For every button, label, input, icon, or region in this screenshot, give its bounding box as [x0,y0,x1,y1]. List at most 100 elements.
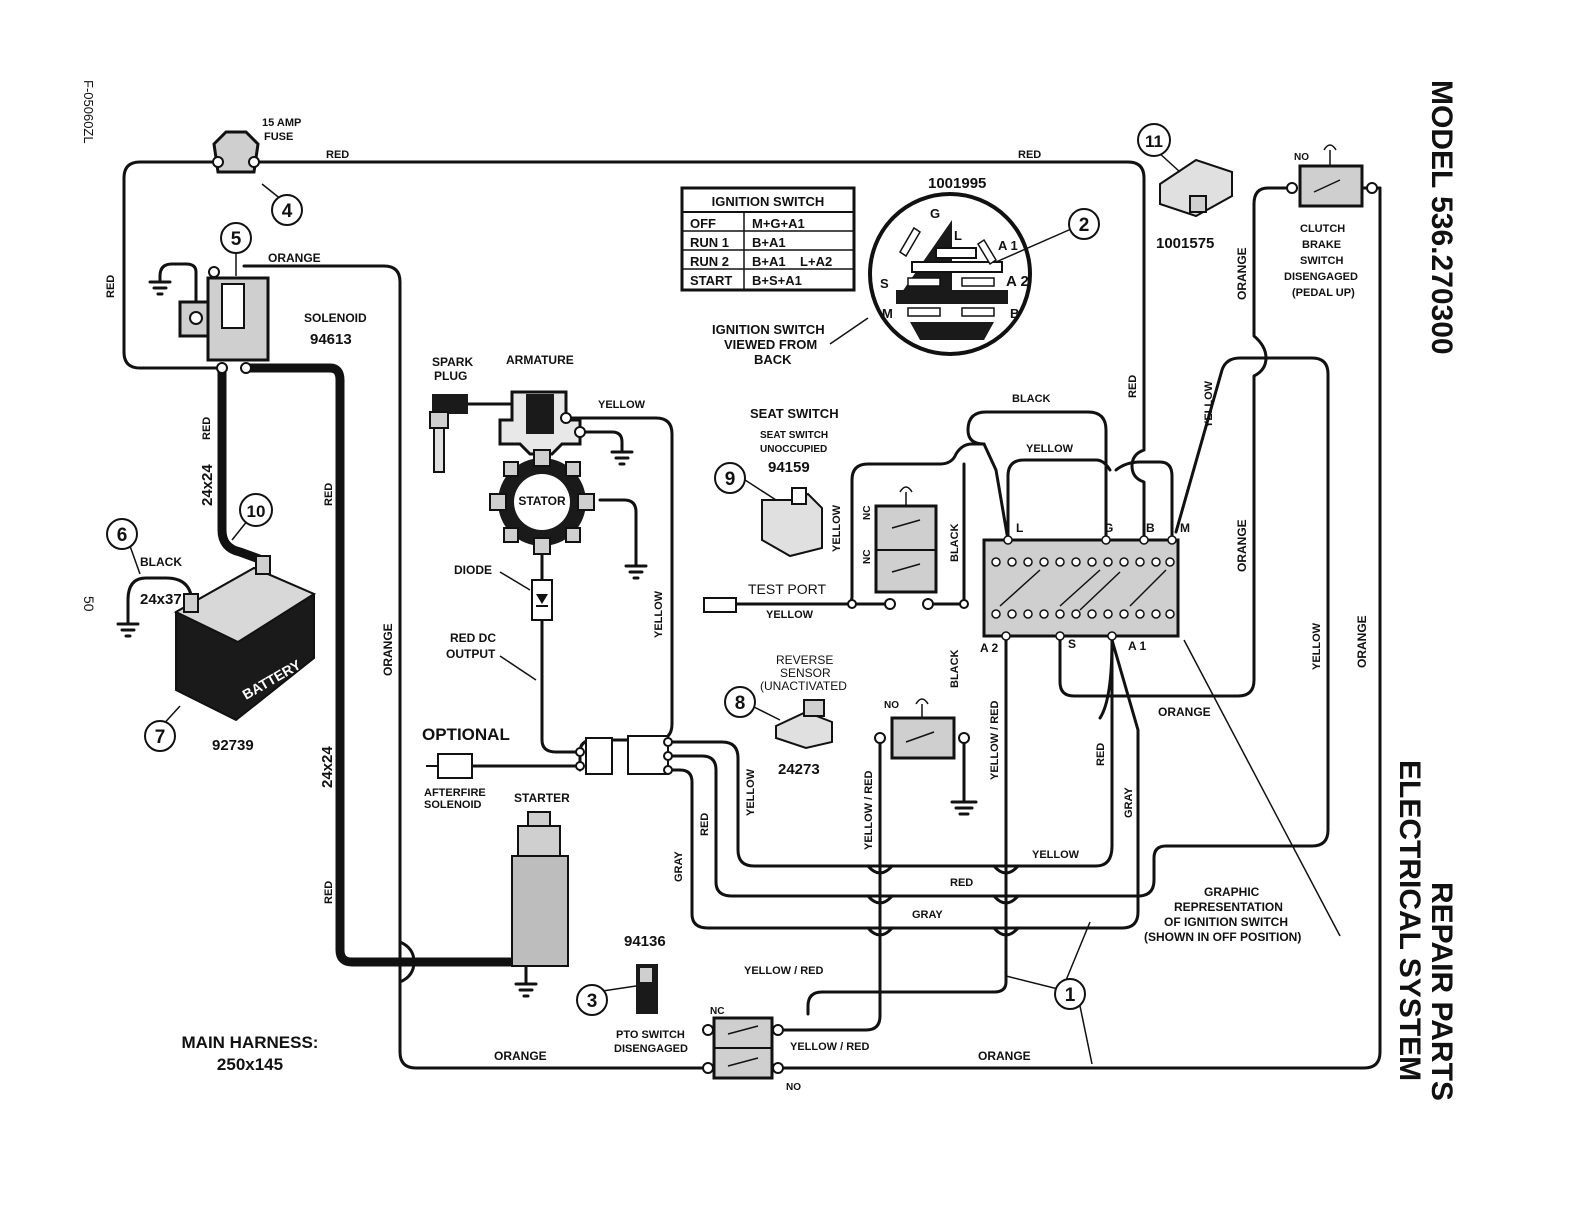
callout-10: 10 [239,493,273,527]
callout-5: 5 [220,222,252,254]
svg-text:RED: RED [326,149,349,161]
solenoid-icon [178,266,270,374]
svg-text:RED: RED [201,417,213,440]
reverse-sensor-label: SENSOR [780,666,831,680]
svg-text:ORANGE: ORANGE [1235,519,1249,572]
svg-text:RED: RED [950,877,973,889]
svg-text:RED: RED [699,813,711,836]
svg-text:YELLOW / RED: YELLOW / RED [989,701,1001,781]
terminal-a1: A 1 [998,238,1018,253]
svg-text:ORANGE: ORANGE [1235,247,1249,300]
terminal-l: L [954,228,962,243]
terminal-b: B [1146,521,1155,535]
table-row-conn: B+A1 [752,235,786,250]
section-title: REPAIR PARTS [1425,882,1458,1101]
wire-labels: RED RED ORANGE BLACK 24x37 YELLOW BLACK … [140,149,1211,1063]
svg-text:GRAY: GRAY [1123,787,1135,818]
terminal-g: G [1104,521,1113,535]
callout-8: 8 [724,686,756,718]
svg-text:RED: RED [1018,149,1041,161]
afterfire-label: SOLENOID [424,799,482,811]
no-label: NO [884,700,899,711]
graphic-note: REPRESENTATION [1174,900,1283,914]
svg-text:2: 2 [1079,215,1090,236]
svg-text:GRAY: GRAY [673,851,685,882]
svg-text:5: 5 [231,229,242,250]
svg-text:BLACK: BLACK [949,649,961,688]
callout-9: 9 [714,462,746,494]
seat-switch-part: 94159 [768,459,810,476]
svg-text:YELLOW: YELLOW [1032,849,1080,861]
terminal-s: S [1068,637,1076,651]
reverse-sensor-label: REVERSE [776,653,833,667]
key-part: 1001575 [1156,235,1214,252]
pto-label: PTO SWITCH [616,1029,685,1041]
svg-text:GRAY: GRAY [912,909,943,921]
spark-plug-label: SPARK [432,355,473,369]
test-port-icon [703,597,737,613]
svg-text:YELLOW: YELLOW [598,399,646,411]
doc-code: F-05060ZL [81,80,96,144]
nc-label: NC [862,550,873,564]
ignition-table-title: IGNITION SWITCH [712,194,825,209]
svg-text:YELLOW / RED: YELLOW / RED [744,965,824,977]
svg-text:10: 10 [247,502,266,521]
terminal-g: G [930,206,940,221]
graphic-note: GRAPHIC [1204,885,1260,899]
solenoid-label: SOLENOID [304,311,367,325]
callout-7: 7 [144,720,176,752]
svg-text:4: 4 [282,201,293,222]
wires [122,160,1382,1070]
terminal-s: S [880,276,889,291]
terminal-m: M [1180,521,1190,535]
red-dc-label: OUTPUT [446,647,496,661]
solenoid-part: 94613 [310,331,352,348]
pto-switch-icon [636,964,658,1014]
terminal-l: L [1016,521,1023,535]
battery-part: 92739 [212,737,254,754]
svg-text:9: 9 [725,469,736,490]
ignition-view-label: VIEWED FROM [724,337,817,352]
svg-text:RED: RED [1095,743,1107,766]
ignition-switch-table: IGNITION SWITCH OFF M+G+A1 RUN 1 B+A1 RU… [680,186,856,292]
page-number: 50 [81,596,97,612]
svg-text:YELLOW: YELLOW [766,609,814,621]
terminal-b: B [1010,306,1019,321]
svg-text:YELLOW / RED: YELLOW / RED [863,771,875,851]
seat-switch-label: SEAT SWITCH [750,406,839,421]
callout-2: 2 [1068,208,1100,240]
seat-nc-switch [847,486,969,610]
seat-switch-label: UNOCCUPIED [760,444,827,455]
table-row-conn: B+S+A1 [752,273,802,288]
nc-label: NC [862,506,873,520]
starter-label: STARTER [514,791,570,805]
svg-text:RED: RED [323,881,335,904]
callout-4: 4 [271,194,303,226]
svg-text:YELLOW: YELLOW [653,590,665,638]
svg-text:YELLOW: YELLOW [1026,443,1074,455]
clutch-brake-switch [1286,144,1378,208]
armature-icon [498,390,586,456]
armature-label: ARMATURE [506,353,574,367]
svg-text:RED: RED [105,275,117,298]
ground-icon [116,280,978,998]
model-title: MODEL 536.270300 [1425,80,1458,355]
ignition-switch-graphic [982,535,1180,641]
ignition-view-label: BACK [754,352,792,367]
clutch-label: CLUTCH [1300,223,1345,235]
svg-text:6: 6 [117,525,128,546]
spark-plug-label: PLUG [434,369,467,383]
svg-text:BLACK: BLACK [1012,393,1051,405]
pto-nc-no-switch [702,1016,784,1080]
svg-text:24x24: 24x24 [199,464,216,506]
svg-text:BLACK: BLACK [949,523,961,562]
svg-text:ORANGE: ORANGE [494,1049,547,1063]
harness-connector-icon [575,735,673,775]
svg-text:YELLOW: YELLOW [1203,380,1215,428]
callout-6: 6 [106,518,138,550]
clutch-label: (PEDAL UP) [1292,287,1355,299]
fuse-icon [212,130,260,174]
table-row-pos: RUN 2 [690,254,729,269]
svg-text:24x24: 24x24 [319,746,336,788]
